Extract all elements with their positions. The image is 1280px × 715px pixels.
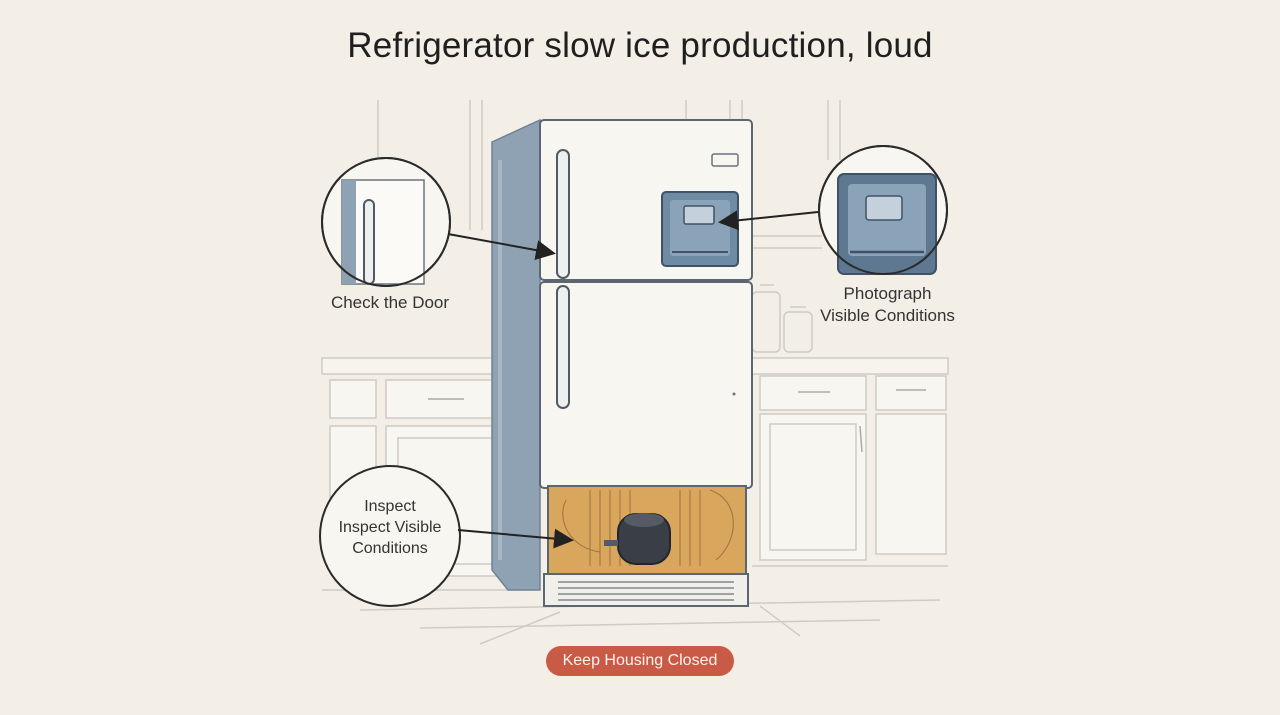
dispenser-callout-label: Photograph Visible Conditions [800,283,975,327]
compressor-label-line1: Inspect [364,498,416,515]
ice-dispenser-closeup-icon [837,173,937,275]
compressor-callout [319,465,461,607]
dispenser-callout [818,145,948,275]
door-callout [321,157,451,287]
refrigerator [491,118,753,607]
compressor-label-line3: Conditions [352,540,428,557]
compressor-label-line2: Inspect Visible [338,519,442,536]
door-arrow [447,233,556,260]
door-callout-label: Check the Door [300,292,480,314]
dispenser-arrow [718,210,819,231]
ice-dispenser [661,191,739,267]
dispenser-label-line2: Visible Conditions [820,306,955,325]
dispenser-label-line1: Photograph [843,284,932,303]
compressor-callout-label: Inspect Inspect Visible Conditions [325,496,455,559]
compressor [604,513,671,565]
fridge-handle [556,285,570,409]
freezer-handle [556,149,570,279]
fridge-side-panel [491,118,541,591]
compressor-arrow [457,528,574,549]
page-title: Refrigerator slow ice production, loud [347,26,933,65]
door-label-text: Check the Door [330,293,450,312]
door-handle-closeup-icon [341,179,425,285]
keep-housing-closed-badge: Keep Housing Closed [546,646,734,676]
fridge-door [539,281,753,489]
kick-plate [543,573,749,607]
